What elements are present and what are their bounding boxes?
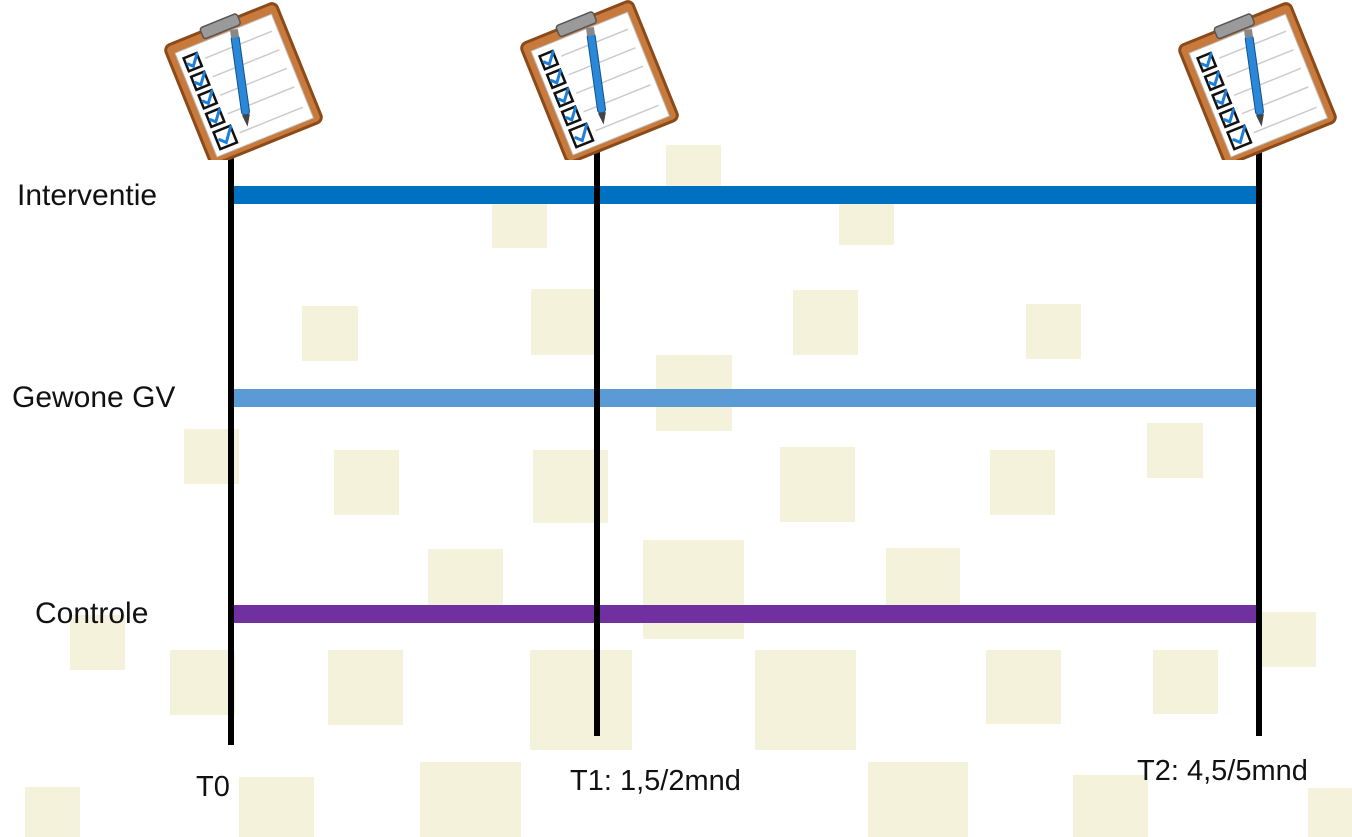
bg-square xyxy=(755,650,856,750)
bg-square xyxy=(666,145,721,190)
bg-square xyxy=(1261,612,1316,667)
bg-square xyxy=(334,450,399,515)
clipboard-checklist-icon xyxy=(508,0,688,164)
bg-square xyxy=(302,306,358,361)
timeline-t1 xyxy=(594,135,600,736)
bg-square xyxy=(839,198,894,245)
bg-square xyxy=(780,447,855,522)
group-label-gewone-gv: Gewone GV xyxy=(12,381,176,414)
bar-controle xyxy=(232,605,1258,623)
time-label-t1: T1: 1,5/2mnd xyxy=(570,765,741,797)
bg-square xyxy=(70,615,125,670)
bar-interventie xyxy=(232,186,1258,204)
clipboard-checklist-icon xyxy=(1166,0,1346,166)
bg-square xyxy=(239,777,314,837)
clipboard-checklist-icon xyxy=(152,0,332,166)
bg-square xyxy=(328,650,403,725)
bg-square xyxy=(1308,788,1352,837)
bg-square xyxy=(25,787,80,837)
bg-square xyxy=(1153,650,1218,714)
bg-square xyxy=(420,762,521,837)
bg-square xyxy=(868,762,968,837)
bg-square xyxy=(1147,423,1203,478)
bg-square xyxy=(530,650,632,750)
bg-square xyxy=(531,289,594,355)
bar-gewone-gv xyxy=(232,389,1258,407)
bg-square xyxy=(643,540,744,639)
time-label-t0: T0 xyxy=(196,771,230,803)
bg-square xyxy=(170,650,235,715)
bg-square xyxy=(1073,775,1148,837)
bg-square xyxy=(492,200,547,248)
group-label-interventie: Interventie xyxy=(17,179,158,212)
bg-square xyxy=(793,290,858,355)
group-label-controle: Controle xyxy=(35,597,149,630)
timeline-t0 xyxy=(228,140,234,745)
time-label-t2: T2: 4,5/5mnd xyxy=(1137,755,1308,787)
bg-square xyxy=(990,450,1055,515)
bg-square xyxy=(1026,304,1081,359)
timeline-t2 xyxy=(1256,140,1262,736)
bg-square xyxy=(986,650,1061,724)
